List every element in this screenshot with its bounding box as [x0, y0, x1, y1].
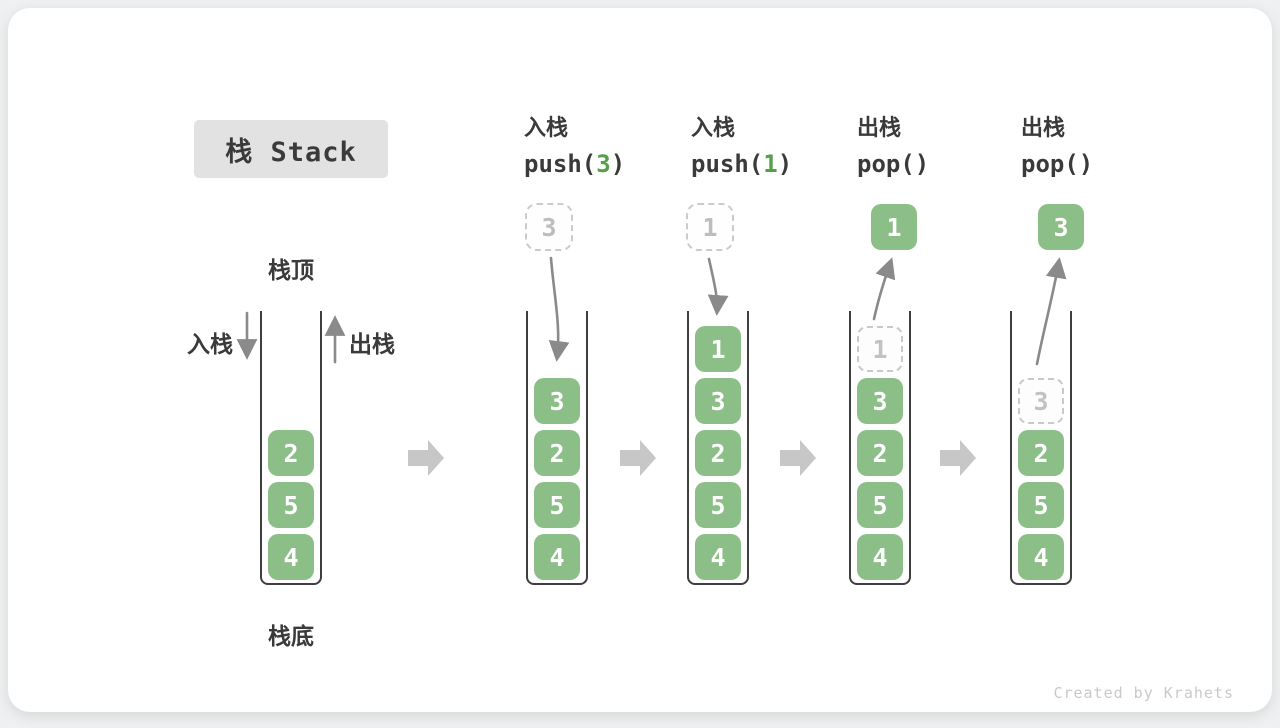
pop-code: pop()	[857, 150, 929, 178]
watermark: Created by Krahets	[1053, 684, 1234, 702]
stack-element: 5	[534, 482, 580, 528]
removed-element-ghost: 3	[1018, 378, 1064, 424]
stack-state-3: 1 3 2 5 4	[687, 311, 749, 585]
stack-element: 2	[857, 430, 903, 476]
stack-element: 4	[695, 534, 741, 580]
push-arrow-icon	[707, 257, 729, 316]
push-source-value: 1	[702, 212, 718, 242]
popped-value: 3	[1053, 212, 1069, 242]
stack-state-5: 3 2 5 4	[1010, 311, 1072, 585]
diagram-title: 栈 Stack	[194, 120, 388, 178]
column-header-pop-2: 出栈 pop()	[1021, 114, 1093, 178]
stack-element: 4	[268, 534, 314, 580]
pop-label: 出栈	[1021, 115, 1066, 140]
code-close: )	[610, 150, 626, 178]
popped-value-box: 3	[1038, 204, 1084, 250]
diagram-title-text: 栈 Stack	[225, 136, 357, 168]
column-header-push-1: 入栈 push(1)	[691, 114, 792, 178]
code-close: )	[1078, 150, 1094, 178]
code-fn: push(	[524, 150, 597, 178]
code-close: )	[914, 150, 930, 178]
stack-element: 2	[534, 430, 580, 476]
stack-element: 1	[695, 326, 741, 372]
pop-side-label: 出栈	[349, 331, 395, 357]
stack-element: 5	[695, 482, 741, 528]
push-label: 入栈	[691, 115, 736, 140]
removed-element-ghost: 1	[857, 326, 903, 372]
step-arrow-icon	[620, 440, 656, 476]
stack-top-label: 栈顶	[268, 257, 314, 283]
stack-element: 5	[1018, 482, 1064, 528]
stack-element: 3	[857, 378, 903, 424]
stack-state-4: 1 3 2 5 4	[849, 311, 911, 585]
code-arg: 1	[763, 150, 778, 178]
stack-element: 5	[268, 482, 314, 528]
code-fn: push(	[691, 150, 764, 178]
push-source-value: 3	[541, 212, 557, 242]
column-header-pop-1: 出栈 pop()	[857, 114, 929, 178]
column-header-push-3: 入栈 push(3)	[524, 114, 625, 178]
stack-element: 4	[857, 534, 903, 580]
stack-element: 4	[1018, 534, 1064, 580]
popped-value-box: 1	[871, 204, 917, 250]
stack-element: 4	[534, 534, 580, 580]
popped-value: 1	[886, 212, 902, 242]
pop-code: pop()	[1021, 150, 1093, 178]
stack-state-2: 3 2 5 4	[526, 311, 588, 585]
code-fn: pop(	[1021, 150, 1079, 178]
stack-bottom-label: 栈底	[268, 623, 314, 649]
stack-element: 2	[1018, 430, 1064, 476]
step-arrow-icon	[780, 440, 816, 476]
stack-state-1: 2 5 4	[260, 311, 322, 585]
stack-element: 3	[534, 378, 580, 424]
stack-element: 3	[695, 378, 741, 424]
code-arg: 3	[596, 150, 611, 178]
push-side-label: 入栈	[187, 331, 233, 357]
code-fn: pop(	[857, 150, 915, 178]
push-label: 入栈	[524, 115, 569, 140]
pop-label: 出栈	[857, 115, 902, 140]
push-code: push(1)	[691, 150, 792, 178]
stack-element: 5	[857, 482, 903, 528]
diagram-card: 栈 Stack 入栈 push(3) 入栈 push(1) 出栈 pop() 出…	[8, 8, 1272, 712]
step-arrow-icon	[408, 440, 444, 476]
push-source-box: 3	[525, 203, 573, 251]
stack-element: 2	[695, 430, 741, 476]
code-close: )	[777, 150, 793, 178]
push-code: push(3)	[524, 150, 625, 178]
push-source-box: 1	[686, 203, 734, 251]
stack-element: 2	[268, 430, 314, 476]
step-arrow-icon	[940, 440, 976, 476]
